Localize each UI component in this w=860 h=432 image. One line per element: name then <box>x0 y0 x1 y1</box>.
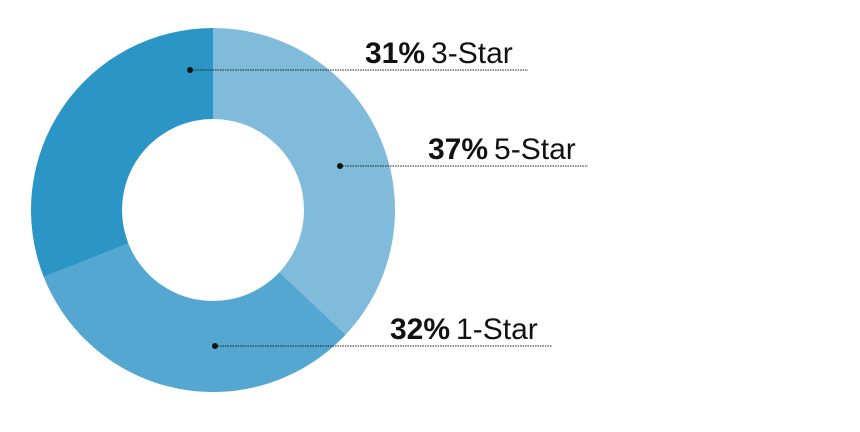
slice-percent: 32% <box>390 313 450 346</box>
slice-label: 31%3-Star <box>365 37 513 70</box>
callout-3-star: 31%3-Star <box>187 37 528 73</box>
slice-name: 3-Star <box>431 37 513 70</box>
callout-1-star: 32%1-Star <box>212 313 552 349</box>
slice-label: 32%1-Star <box>390 313 538 346</box>
slice-1-star <box>43 210 346 393</box>
leader-dot <box>212 343 218 349</box>
callouts-layer: 37%5-Star 32%1-Star 31%3-Star <box>187 37 588 349</box>
leader-dot <box>187 67 193 73</box>
leader-dot <box>337 163 343 169</box>
slice-percent: 37% <box>428 133 488 166</box>
slice-percent: 31% <box>365 37 425 70</box>
slice-name: 1-Star <box>456 313 538 346</box>
slice-label: 37%5-Star <box>428 133 576 166</box>
slice-5-star <box>213 28 395 335</box>
callout-5-star: 37%5-Star <box>337 133 588 169</box>
slice-name: 5-Star <box>494 133 576 166</box>
donut-hole <box>122 119 304 301</box>
